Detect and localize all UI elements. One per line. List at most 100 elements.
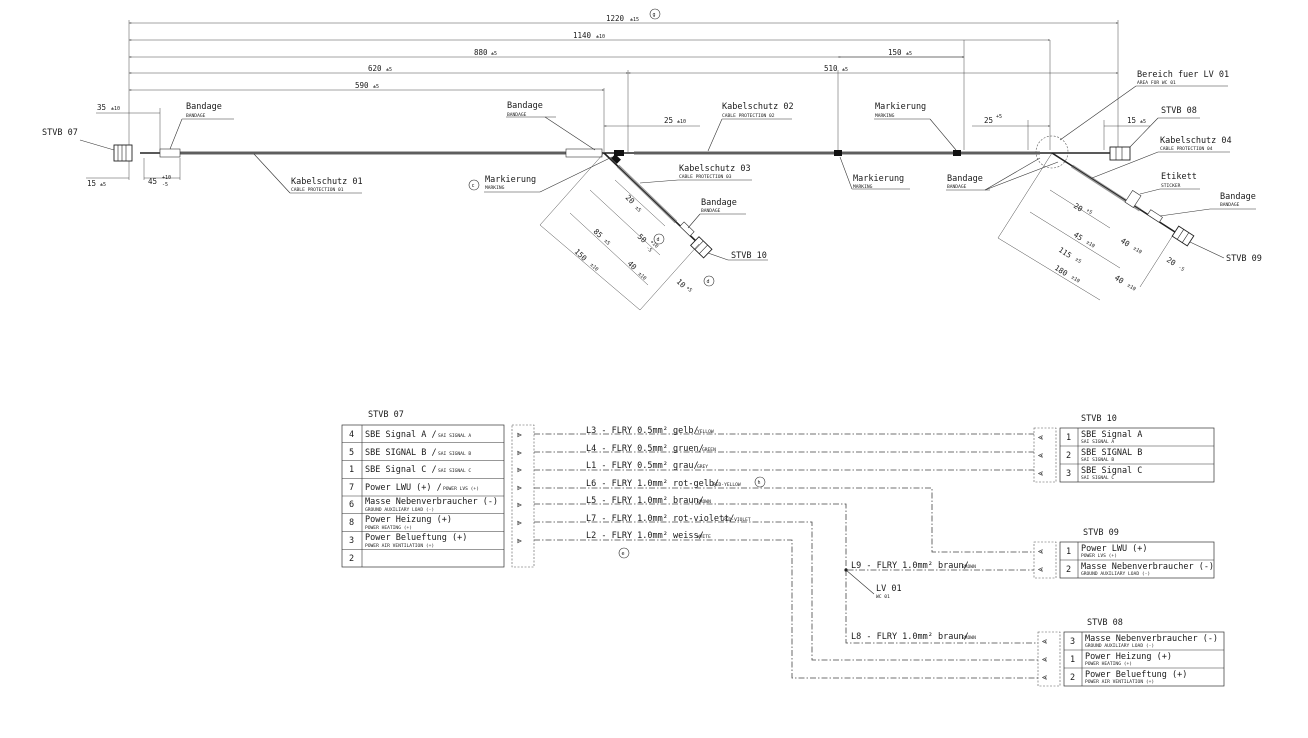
svg-text:±15: ±15 (630, 17, 639, 23)
svg-text:45: 45 (148, 177, 157, 186)
svg-text:⪡: ⪡ (1038, 565, 1043, 575)
svg-text:±10: ±10 (111, 106, 120, 112)
svg-text:Markierung: Markierung (485, 175, 536, 185)
svg-text:Markierung: Markierung (875, 102, 926, 112)
svg-text:6: 6 (349, 500, 354, 510)
svg-text:d: d (657, 237, 660, 243)
svg-text:±5: ±5 (634, 205, 643, 214)
svg-text:⪢: ⪢ (517, 536, 523, 546)
label-stvb08: STVB 08 (1161, 106, 1197, 116)
callout-kabelschutz-02: Kabelschutz 02 CABLE PROTECTION 02 (707, 102, 794, 152)
table-title-stvb10: STVB 10 (1081, 414, 1117, 424)
svg-text:590: 590 (355, 81, 369, 90)
stvb09-pin-symbols: ⪡ ⪡ (1038, 547, 1043, 575)
svg-text:620: 620 (368, 64, 382, 73)
svg-text:POWER LVS (+): POWER LVS (+) (1081, 553, 1117, 559)
svg-text:Power LWU (+): Power LWU (+) (1081, 544, 1148, 554)
svg-text:Power Belueftung (+): Power Belueftung (+) (365, 533, 467, 543)
svg-text:⪡: ⪡ (1038, 451, 1043, 461)
svg-text:4: 4 (349, 430, 354, 440)
table-stvb09: 1 Power LWU (+) POWER LVS (+) 2 Masse Ne… (1059, 541, 1215, 579)
svg-text:e: e (622, 551, 625, 557)
svg-text:WHITE: WHITE (697, 534, 711, 540)
svg-text:Bandage: Bandage (507, 101, 543, 111)
svg-text:Kabelschutz 03: Kabelschutz 03 (679, 164, 751, 174)
label-stvb09: STVB 09 (1226, 254, 1262, 264)
harness-view: 1220 ±15 g 1140 ±10 880 ±5 150 ±5 620 ±5 (42, 8, 1262, 311)
callout-bandage-1: Bandage BANDAGE (169, 102, 234, 150)
svg-text:g: g (653, 12, 656, 18)
dim-510: 510 ±5 (628, 64, 1118, 74)
svg-text:BANDAGE: BANDAGE (701, 208, 721, 214)
label-lv01: LV 01 (876, 584, 902, 594)
svg-text:±10: ±10 (596, 34, 605, 40)
svg-text:45: 45 (1072, 230, 1084, 242)
svg-text:150: 150 (573, 247, 589, 263)
stvb08-pin-symbols: ⪡ ⪡ ⪡ (1042, 637, 1047, 683)
svg-text:Power Heizung (+): Power Heizung (+) (1085, 652, 1172, 662)
svg-text:20: 20 (624, 193, 637, 206)
svg-text:SAI SIGNAL C: SAI SIGNAL C (1081, 475, 1114, 481)
dim-25-right: 25 +5 (972, 114, 1050, 150)
svg-text:±10: ±10 (1085, 240, 1096, 250)
wiring-schematic: STVB 07 4 SBE Signal A / SAI SIGNAL A 5 … (341, 410, 1225, 687)
svg-text:POWER HEATING (+): POWER HEATING (+) (365, 525, 412, 531)
stvb10-pin-symbols: ⪡ ⪡ ⪡ (1038, 433, 1043, 479)
svg-text:Bereich fuer LV 01: Bereich fuer LV 01 (1137, 70, 1229, 80)
svg-text:STICKER: STICKER (1161, 183, 1181, 189)
svg-text:BANDAGE: BANDAGE (1220, 202, 1240, 208)
svg-text:GREEN: GREEN (702, 447, 716, 453)
svg-text:BROWN: BROWN (962, 564, 976, 570)
svg-text:GREY: GREY (697, 464, 708, 470)
svg-text:SBE Signal A /: SBE Signal A / (365, 430, 437, 440)
svg-text:20: 20 (1072, 201, 1085, 214)
connector-stvb08-drawing: STVB 08 (1109, 106, 1200, 161)
svg-text:Masse Nebenverbraucher (-): Masse Nebenverbraucher (-) (1081, 562, 1214, 572)
svg-text:115: 115 (1057, 245, 1073, 260)
svg-text:40: 40 (626, 259, 639, 272)
svg-text:±5: ±5 (842, 67, 848, 73)
svg-text:Masse Nebenverbraucher (-): Masse Nebenverbraucher (-) (1085, 634, 1218, 644)
svg-text:⪢: ⪢ (517, 430, 523, 440)
svg-text:L2 - FLRY 1.0mm² weiss/: L2 - FLRY 1.0mm² weiss/ (586, 531, 704, 541)
svg-text:±5: ±5 (603, 238, 612, 247)
svg-text:RED-YELLOW: RED-YELLOW (713, 482, 741, 488)
svg-text:2: 2 (1066, 565, 1071, 575)
svg-text:GROUND AUXILIARY LOAD (-): GROUND AUXILIARY LOAD (-) (1081, 571, 1150, 577)
svg-text:Kabelschutz 01: Kabelschutz 01 (291, 177, 363, 187)
branch-stvb09: STVB 09 20 +5 45 ±10 40 ±10 115 ±5 20 -5… (997, 152, 1262, 301)
svg-text:±5: ±5 (100, 182, 106, 188)
dim-1220: 1220 ±15 g (129, 8, 1118, 24)
svg-text:RED-VIOLET: RED-VIOLET (723, 517, 751, 523)
svg-text:15: 15 (1127, 116, 1136, 125)
svg-text:±10: ±10 (1070, 275, 1081, 285)
svg-text:3: 3 (349, 536, 354, 546)
svg-text:SBE Signal A: SBE Signal A (1081, 430, 1142, 440)
table-stvb08: 3 Masse Nebenverbraucher (-) GROUND AUXI… (1063, 631, 1225, 687)
svg-text:±5: ±5 (386, 67, 392, 73)
svg-text:Power Heizung (+): Power Heizung (+) (365, 515, 452, 525)
table-title-stvb09: STVB 09 (1083, 528, 1119, 538)
svg-text:GROUND AUXILIARY LOAD (-): GROUND AUXILIARY LOAD (-) (1085, 643, 1154, 649)
connector-stvb07-drawing: STVB 07 (42, 128, 133, 162)
svg-text:⪢: ⪢ (517, 500, 523, 510)
svg-text:±10: ±10 (1132, 246, 1143, 256)
callout-kabelschutz-01: Kabelschutz 01 CABLE PROTECTION 01 (253, 153, 363, 194)
svg-text:1: 1 (1066, 547, 1071, 557)
svg-text:Bandage: Bandage (947, 174, 983, 184)
svg-text:Kabelschutz 02: Kabelschutz 02 (722, 102, 794, 112)
wire-paths (534, 433, 1038, 679)
svg-text:±10: ±10 (1126, 283, 1137, 293)
stvb07-pin-symbols: ⪢ ⪢ ⪢ ⪢ ⪢ ⪢ ⪢ (517, 430, 523, 546)
svg-text:+5: +5 (1085, 208, 1093, 216)
svg-text:L5 - FLRY 1.0mm² braun/: L5 - FLRY 1.0mm² braun/ (586, 496, 704, 506)
svg-text:5: 5 (349, 448, 354, 458)
svg-text:1220: 1220 (606, 14, 625, 23)
svg-text:880: 880 (474, 48, 488, 57)
svg-text:25: 25 (984, 116, 993, 125)
svg-text:SAI SIGNAL C: SAI SIGNAL C (438, 468, 471, 474)
svg-text:POWER AIR VENTILATION (+): POWER AIR VENTILATION (+) (1085, 679, 1154, 685)
callout-kabelschutz-04: Kabelschutz 04 CABLE PROTECTION 04 (1091, 136, 1232, 179)
svg-text:±5: ±5 (906, 51, 912, 57)
svg-text:85: 85 (592, 227, 605, 240)
